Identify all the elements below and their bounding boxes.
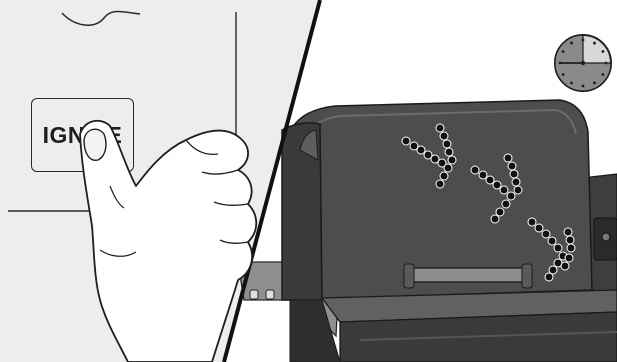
timer-tick bbox=[602, 50, 605, 53]
timer-tick bbox=[570, 42, 573, 45]
timer-pivot bbox=[581, 61, 585, 65]
timer-tick bbox=[602, 73, 605, 76]
timer-tick bbox=[593, 82, 596, 85]
timer-tick bbox=[570, 82, 573, 85]
timer-tick bbox=[582, 39, 585, 42]
timer-tick bbox=[562, 50, 565, 53]
timer-tick bbox=[593, 42, 596, 45]
timer-tick bbox=[582, 85, 585, 88]
timer-tick bbox=[562, 73, 565, 76]
timer-tick bbox=[605, 62, 608, 65]
